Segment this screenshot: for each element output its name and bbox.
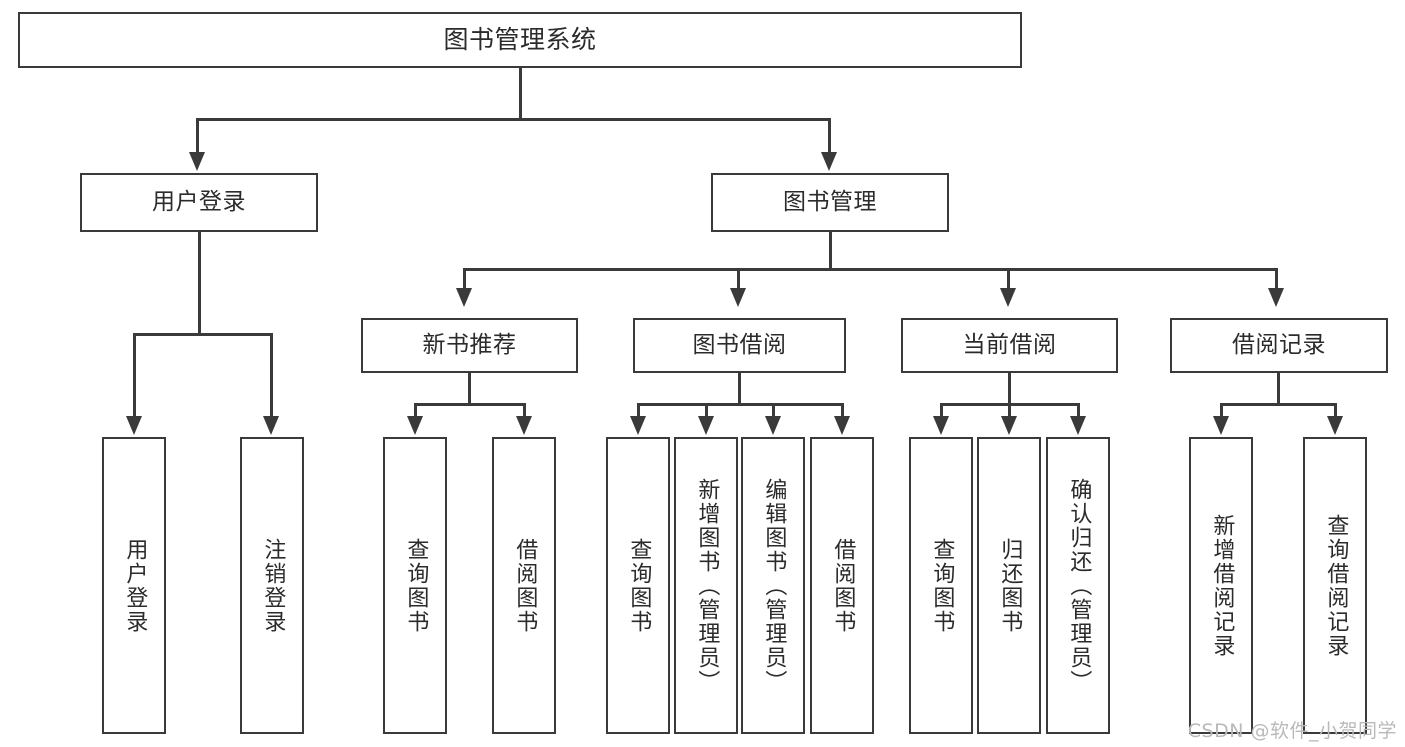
- connector-root-to-book-manage: [828, 118, 831, 154]
- node-leaf-user-login[interactable]: 用户登录: [102, 437, 166, 734]
- arrowhead-leaf-query-book-2: [630, 416, 646, 435]
- connector-root-to-user-login: [196, 118, 199, 154]
- connector-user-login-stem: [198, 232, 201, 335]
- connector-book-manage-stem: [829, 232, 832, 270]
- arrowhead-leaf-add-book: [698, 416, 714, 435]
- arrowhead-leaf-query-record: [1327, 416, 1343, 435]
- node-leaf-add-book[interactable]: 新增图书（管理员）: [674, 437, 738, 734]
- connector-borrow-record-bus: [1220, 403, 1337, 406]
- arrowhead-book-borrow: [730, 288, 746, 307]
- node-leaf-confirm-return-label: 确认归还（管理员）: [1066, 477, 1092, 694]
- node-leaf-query-book-3-label: 查询图书: [929, 537, 955, 634]
- node-leaf-add-record[interactable]: 新增借阅记录: [1189, 437, 1253, 734]
- arrowhead-user-login: [189, 152, 205, 171]
- connector-bb-leaf-1: [637, 403, 640, 418]
- arrowhead-current-borrow: [1000, 288, 1016, 307]
- node-leaf-query-record[interactable]: 查询借阅记录: [1303, 437, 1367, 734]
- node-borrow-record-label: 借阅记录: [1232, 331, 1326, 358]
- connector-br-leaf-2: [1334, 403, 1337, 418]
- node-book-manage-label: 图书管理: [783, 188, 877, 215]
- connector-to-borrow-record: [1275, 268, 1278, 290]
- node-new-book-rec[interactable]: 新书推荐: [361, 318, 578, 373]
- connector-user-login-bus: [133, 333, 273, 336]
- node-new-book-rec-label: 新书推荐: [422, 331, 517, 358]
- connector-borrow-record-stem: [1277, 373, 1280, 405]
- node-leaf-borrow-book-2[interactable]: 借阅图书: [810, 437, 874, 734]
- connector-new-book-rec-bus: [414, 403, 526, 406]
- connector-nbr-leaf-1: [414, 403, 417, 418]
- connector-new-book-rec-stem: [468, 373, 471, 405]
- arrowhead-leaf-borrow-book-1: [516, 416, 532, 435]
- arrowhead-leaf-user-logout: [263, 416, 279, 435]
- connector-to-book-borrow: [737, 268, 740, 290]
- node-leaf-query-book-3[interactable]: 查询图书: [909, 437, 973, 734]
- node-leaf-query-book-1-label: 查询图书: [403, 537, 429, 634]
- node-root[interactable]: 图书管理系统: [18, 12, 1022, 68]
- node-leaf-user-logout-label: 注销登录: [260, 537, 286, 634]
- connector-user-login-to-leaf-2: [270, 333, 273, 418]
- node-borrow-record[interactable]: 借阅记录: [1170, 318, 1388, 373]
- node-leaf-user-login-label: 用户登录: [122, 537, 148, 634]
- connector-to-new-book-rec: [463, 268, 466, 290]
- connector-root-bus: [196, 118, 831, 121]
- node-leaf-query-book-1[interactable]: 查询图书: [383, 437, 447, 734]
- node-book-borrow[interactable]: 图书借阅: [633, 318, 846, 373]
- connector-bb-leaf-2: [705, 403, 708, 418]
- connector-book-borrow-stem: [738, 373, 741, 405]
- node-leaf-add-record-label: 新增借阅记录: [1209, 513, 1235, 658]
- arrowhead-leaf-query-book-3: [933, 416, 949, 435]
- node-current-borrow[interactable]: 当前借阅: [901, 318, 1118, 373]
- arrowhead-leaf-user-login: [126, 416, 142, 435]
- node-leaf-query-book-2-label: 查询图书: [626, 537, 652, 634]
- arrowhead-leaf-add-record: [1213, 416, 1229, 435]
- connector-nbr-leaf-2: [523, 403, 526, 418]
- connector-cb-leaf-1: [940, 403, 943, 418]
- node-root-label: 图书管理系统: [443, 25, 597, 55]
- node-leaf-edit-book-label: 编辑图书（管理员）: [761, 477, 787, 694]
- arrowhead-leaf-borrow-book-2: [834, 416, 850, 435]
- arrowhead-leaf-return-book: [1001, 416, 1017, 435]
- connector-user-login-to-leaf-1: [133, 333, 136, 418]
- connector-to-current-borrow: [1007, 268, 1010, 290]
- connector-cb-leaf-3: [1077, 403, 1080, 418]
- arrowhead-new-book-rec: [456, 288, 472, 307]
- node-leaf-return-book[interactable]: 归还图书: [977, 437, 1041, 734]
- connector-current-borrow-stem: [1008, 373, 1011, 405]
- connector-br-leaf-1: [1220, 403, 1223, 418]
- node-leaf-user-logout[interactable]: 注销登录: [240, 437, 304, 734]
- arrowhead-book-manage: [821, 152, 837, 171]
- node-leaf-return-book-label: 归还图书: [997, 537, 1023, 634]
- node-leaf-borrow-book-1[interactable]: 借阅图书: [492, 437, 556, 734]
- node-book-borrow-label: 图书借阅: [692, 331, 787, 358]
- node-leaf-edit-book[interactable]: 编辑图书（管理员）: [741, 437, 805, 734]
- connector-root-stem: [519, 68, 522, 120]
- arrowhead-leaf-query-book-1: [407, 416, 423, 435]
- connector-book-borrow-bus: [637, 403, 844, 406]
- node-leaf-add-book-label: 新增图书（管理员）: [694, 477, 720, 694]
- node-leaf-confirm-return[interactable]: 确认归还（管理员）: [1046, 437, 1110, 734]
- connector-book-manage-bus: [463, 268, 1278, 271]
- node-user-login[interactable]: 用户登录: [80, 173, 318, 232]
- node-user-login-label: 用户登录: [152, 188, 246, 215]
- node-book-manage[interactable]: 图书管理: [711, 173, 949, 232]
- connector-cb-leaf-2: [1008, 403, 1011, 418]
- arrowhead-leaf-confirm-return: [1070, 416, 1086, 435]
- arrowhead-leaf-edit-book: [765, 416, 781, 435]
- node-leaf-borrow-book-2-label: 借阅图书: [830, 537, 856, 634]
- node-leaf-borrow-book-1-label: 借阅图书: [512, 537, 538, 634]
- node-leaf-query-record-label: 查询借阅记录: [1323, 513, 1349, 658]
- connector-bb-leaf-4: [841, 403, 844, 418]
- connector-bb-leaf-3: [772, 403, 775, 418]
- node-current-borrow-label: 当前借阅: [962, 331, 1057, 358]
- node-leaf-query-book-2[interactable]: 查询图书: [606, 437, 670, 734]
- arrowhead-borrow-record: [1268, 288, 1284, 307]
